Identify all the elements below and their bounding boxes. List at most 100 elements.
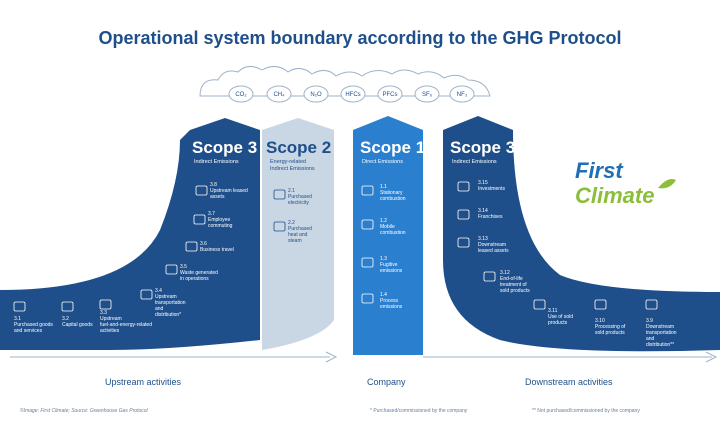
cart-icon [13,301,26,312]
item-label: and services [14,328,43,334]
item-code: 3.13 [478,236,488,242]
gas-bubble: SF₆ [414,85,440,103]
car-icon [361,219,374,230]
plane-icon [185,241,198,252]
downstream-label: Downstream activities [525,377,613,387]
cloud-outline [199,66,491,97]
item-label: commuting [208,223,233,229]
logo-climate: Climate [575,183,654,208]
credit: ©Image: First Climate; Source: Greenhous… [20,407,149,414]
fuel-icon [99,299,112,310]
item-code: 3.10 [595,318,605,324]
gas-label: HFCs [345,92,360,98]
gas-label: NF₃ [457,92,468,98]
gas-circle [303,85,329,103]
upstream-label: Upstream activities [105,377,182,387]
item-label: fuel-and-energy-related [100,322,152,328]
item-label: electricity [288,200,309,206]
scope-item: 3.9Downstreamtransportationanddistributi… [645,299,677,348]
scope1-column [353,116,423,355]
item-label: Purchased [288,226,312,232]
recycle-icon [483,271,496,282]
factory-icon [594,299,607,310]
item-label: steam [288,238,302,244]
item-label: combustion [380,230,406,236]
scope-item: 3.4Upstreamtransportationanddistribution… [140,288,186,318]
item-label: Employee [208,217,230,223]
item-label: treatment of [500,282,527,288]
wind-icon [361,257,374,268]
gas-label: SF₆ [422,92,433,98]
scope1-title: Scope 1 [360,138,425,157]
item-code: 3.5 [180,264,187,270]
gas-label: N₂O [310,92,322,98]
scope1-subtitle: Direct Emissions [362,159,403,165]
item-label: activities [100,328,120,334]
item-code: 3.1 [14,316,21,322]
truck-icon [140,289,153,300]
item-label: Downstream [646,324,674,330]
item-code: 3.15 [478,180,488,186]
item-code: 1.3 [380,256,387,262]
scope3-up-title: Scope 3 [192,138,257,157]
scope3-down-subtitle: Indirect Emissions [452,159,497,165]
gas-bubble: HFCs [340,85,366,103]
flame-icon [361,185,374,196]
item-label: Purchased [288,194,312,200]
item-code: 3.14 [478,208,488,214]
item-label: Franchises [478,214,503,220]
leaf-icon [658,179,676,189]
item-label: assets [210,194,225,200]
scope3-upstream-band [0,118,260,350]
gas-bubble: PFCs [377,85,403,103]
item-code: 3.8 [210,182,217,188]
item-code: 3.4 [155,288,162,294]
item-code: 2.1 [288,188,295,194]
item-label: distribution** [646,342,674,348]
item-label: Process [380,298,399,304]
gas-circle [377,85,403,103]
lightning-icon [273,189,286,200]
item-code: 3.11 [548,308,558,314]
gas-bubble: CO₂ [228,85,254,103]
money-icon [457,181,470,192]
item-label: combustion [380,196,406,202]
item-label: sold products [595,330,625,336]
factory-icon [61,301,74,312]
item-label: emissions [380,268,403,274]
item-label: Mobile [380,224,395,230]
item-label: Capital goods [62,322,93,328]
gas-label: PFCs [383,92,398,98]
item-label: Investments [478,186,505,192]
gas-clouds [199,66,491,97]
item-label: and [646,336,655,342]
building-icon [195,185,208,196]
scope2-subtitle-2: Indirect Emissions [270,166,315,172]
note-purchased: * Purchased/commissioned by the company [370,408,468,414]
item-label: distribution* [155,312,181,318]
building-icon [457,237,470,248]
store-icon [457,209,470,220]
item-code: 1.4 [380,292,387,298]
gas-circle [228,85,254,103]
radiator-icon [273,221,286,232]
gear-icon [361,293,374,304]
gas-circle [266,85,292,103]
item-label: Upstream leased [210,188,248,194]
note-not-purchased: ** Not purchased/commissioned by the com… [532,408,640,414]
